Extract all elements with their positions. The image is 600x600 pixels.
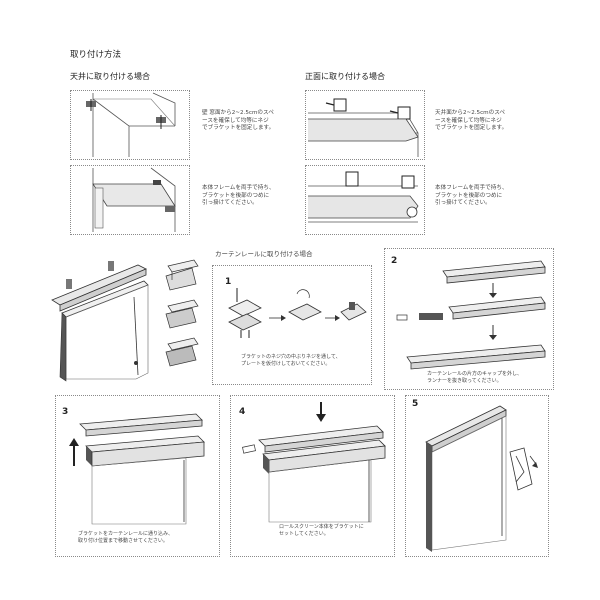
ceiling-note-1: 壁 窓面から2~2.5cmのスペ ースを確保して均等にネジ でブラケットを固定し… bbox=[202, 110, 275, 132]
rail-step3-illustration bbox=[69, 413, 205, 525]
rail-step5-box: 5 bbox=[405, 395, 549, 557]
rail-step5-illustration bbox=[425, 405, 538, 552]
step-4-number: 4 bbox=[239, 407, 246, 417]
rail-heading: カーテンレールに取り付ける場合 bbox=[215, 250, 313, 258]
front-note-1: 天井面から2~2.5cmのスペ ースを確保して均等にネジ でブラケットを固定しま… bbox=[435, 110, 508, 132]
ceiling-bracket-illustration bbox=[86, 92, 176, 157]
step-4-note: ロールスクリーン本体をブラケットに セットしてください。 bbox=[279, 524, 364, 537]
front-heading: 正面に取り付ける場合 bbox=[305, 72, 385, 81]
rail-step4-box: 4 ロールスクリーン本体をブラケットに セットしてください。 bbox=[230, 395, 395, 557]
ceiling-hang-illustration bbox=[92, 167, 176, 232]
front-hang-illustration bbox=[308, 171, 419, 223]
rail-detail-illustration bbox=[165, 259, 199, 367]
ceiling-note-2: 本体フレームを両手で持ち、 ブラケットを後部のつめに 引っ掛けてください。 bbox=[202, 185, 275, 207]
ceiling-step2-figure bbox=[70, 165, 190, 235]
front-note-2: 本体フレームを両手で持ち、 ブラケットを後部のつめに 引っ掛けてください。 bbox=[435, 185, 508, 207]
rail-step4-illustration bbox=[242, 402, 386, 523]
front-bracket-illustration bbox=[308, 98, 419, 157]
front-step1-figure bbox=[305, 90, 425, 160]
rail-overview-illustration bbox=[51, 261, 149, 382]
page-title: 取り付け方法 bbox=[70, 50, 122, 60]
ceiling-heading: 天井に取り付ける場合 bbox=[70, 72, 150, 81]
step-1-note: ブラケットのネジ穴の中ぶりネジを通して、 プレートを仮付けしておいてください。 bbox=[241, 354, 341, 367]
ceiling-step1-figure bbox=[70, 90, 190, 160]
rail-step2-box: 2 カーテンレールの片方のキャップを外し、 ランナーを抜き取ってください。 bbox=[384, 248, 554, 390]
step-3-note: ブラケットをカーテンレールに通り込み、 取り付け位置まで移動させてください。 bbox=[78, 531, 174, 544]
step-1-number: 1 bbox=[225, 277, 232, 287]
front-step2-figure bbox=[305, 165, 425, 235]
step-2-number: 2 bbox=[391, 256, 398, 266]
step-2-note: カーテンレールの片方のキャップを外し、 ランナーを抜き取ってください。 bbox=[427, 371, 523, 384]
rail-step1-box: 1 ブラケットのネジ穴の中ぶりネジを通して、 プレートを仮付けしておいてください… bbox=[212, 265, 372, 385]
step-5-number: 5 bbox=[412, 399, 419, 409]
step-3-number: 3 bbox=[62, 407, 69, 417]
rail-step3-box: 3 ブラケットをカーテンレールに通り込み、 取り付け位置まで移動させてください。 bbox=[55, 395, 220, 557]
rail-step2-illustration bbox=[396, 260, 546, 370]
rail-step1-illustration bbox=[228, 288, 367, 338]
